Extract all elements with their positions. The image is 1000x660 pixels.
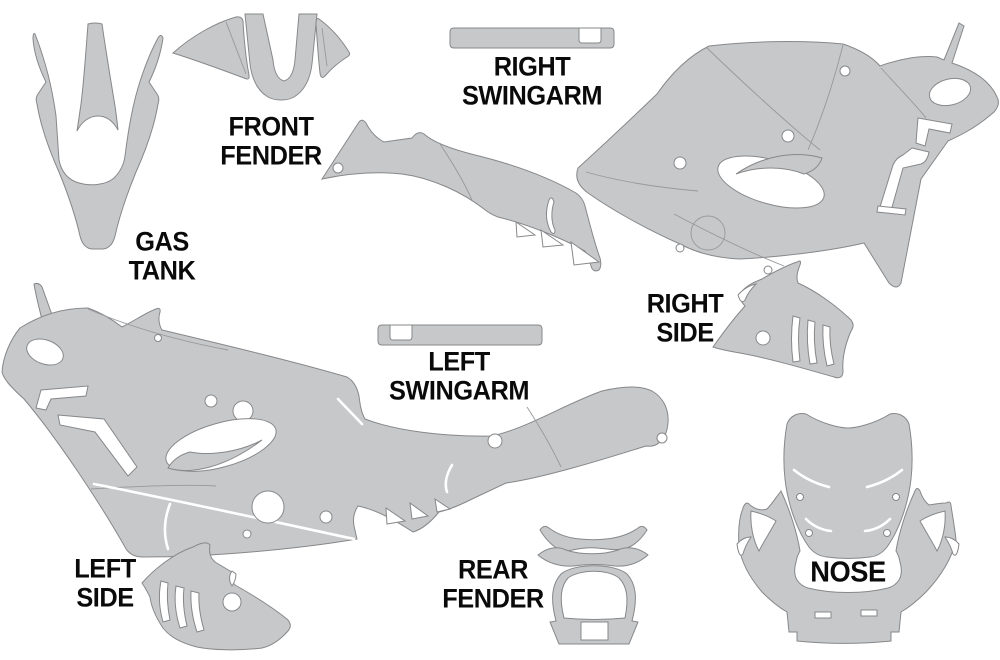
front-fender-center: [244, 13, 318, 101]
right-swingarm-label: RIGHT SWINGARM: [461, 51, 603, 110]
right-swingarm-shape: [449, 27, 615, 49]
left-side-label: LEFT SIDE: [74, 553, 136, 612]
left-swingarm-label: LEFT SWINGARM: [388, 346, 530, 405]
rear-fender-label: REAR FENDER: [442, 554, 544, 613]
rear-fender-mid-wing: [537, 547, 649, 567]
nose-label: NOSE: [810, 556, 886, 589]
front-fender-right-wing: [315, 18, 351, 78]
rear-fender-shape: [537, 525, 649, 645]
nose-shape: [736, 413, 960, 644]
right-swingarm-notch: [578, 27, 602, 44]
front-fender-left-wing: [172, 16, 250, 80]
right-side-label: RIGHT SIDE: [646, 288, 724, 347]
gas-tank-label: GAS TANK: [128, 226, 196, 285]
right-side-swoosh: [735, 154, 823, 175]
front-fender-shape: [172, 13, 351, 101]
left-swingarm-notch: [389, 324, 413, 341]
front-fender-label: FRONT FENDER: [220, 111, 322, 170]
gas-tank-shape: [32, 22, 164, 250]
left-side-swoosh: [167, 439, 263, 471]
nose-windshield: [783, 413, 913, 559]
left-swingarm-shape: [377, 324, 543, 346]
rear-fender-top-wing: [539, 525, 648, 552]
left-side-shape: [1, 282, 669, 651]
right-side-shape: [320, 22, 999, 379]
